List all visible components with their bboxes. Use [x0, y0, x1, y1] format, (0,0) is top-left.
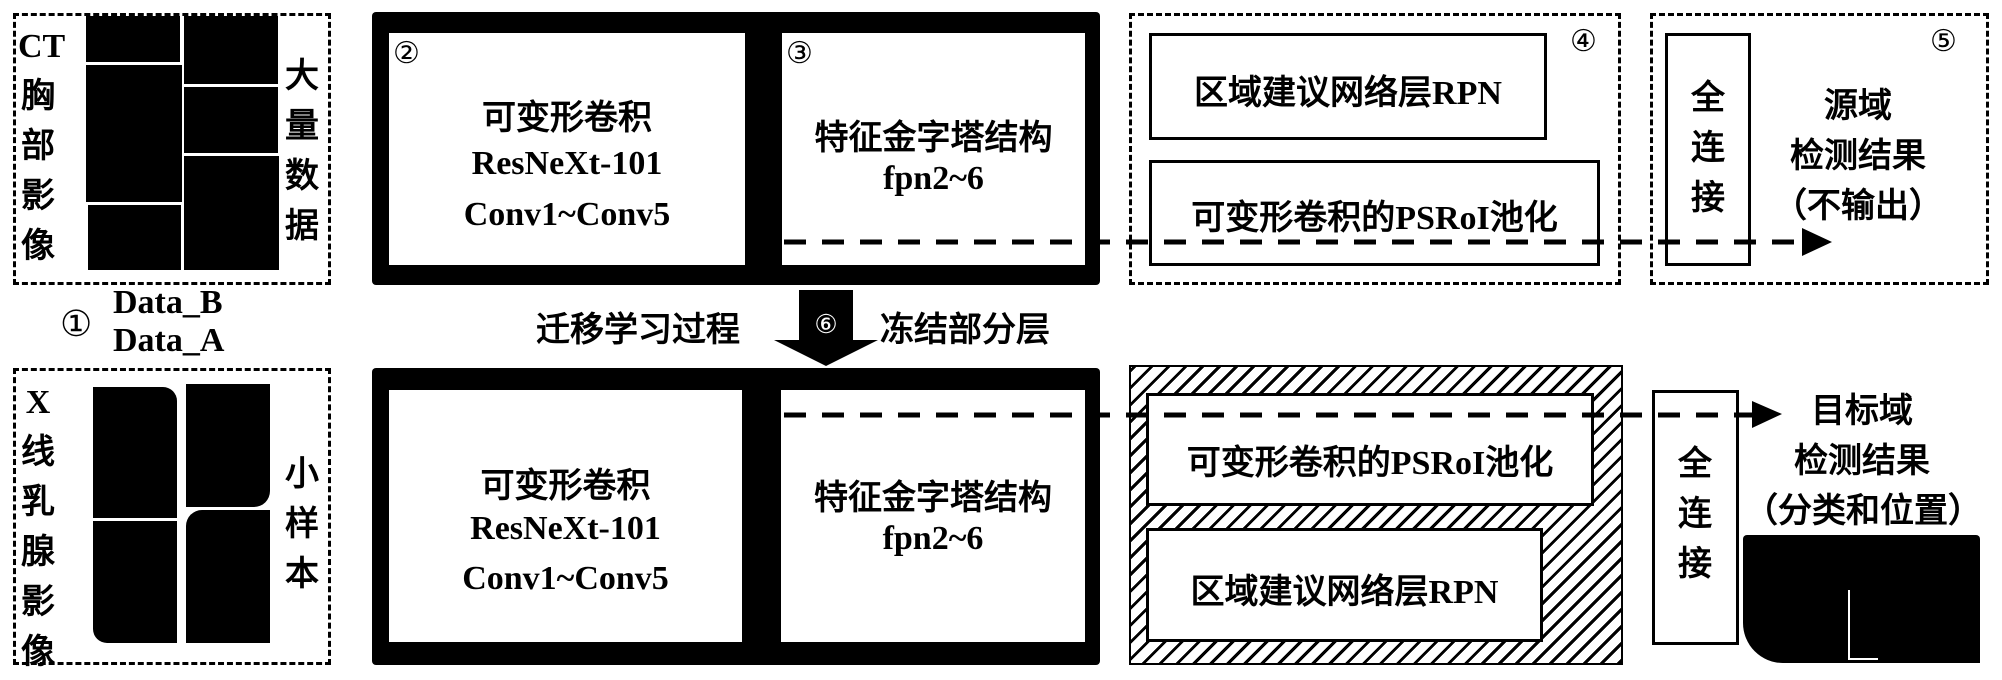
source-fpn-line2: fpn2~6	[883, 160, 984, 197]
target-fpn-line1: 特征金字塔结构	[814, 480, 1052, 517]
target-fc-box	[1652, 390, 1739, 645]
transfer-arrow-head	[774, 340, 878, 366]
target-fpn-line2: fpn2~6	[882, 520, 984, 557]
ct-image-tile	[184, 156, 279, 270]
target-input-box	[13, 368, 331, 665]
step-3-marker: ③	[786, 37, 813, 70]
source-fc-box	[1665, 33, 1751, 266]
source-result-line1: 源域	[1824, 88, 1892, 125]
target-fc-label: 全连接	[1678, 446, 1712, 583]
target-backbone-line2: ResNeXt-101	[470, 510, 661, 547]
source-output-block	[1650, 13, 1989, 285]
target-rpn-label: 区域建议网络层RPN	[1190, 574, 1499, 611]
target-backbone-box	[389, 390, 742, 642]
source-psroi-box	[1149, 160, 1600, 266]
step-1-marker: ①	[60, 304, 93, 344]
ct-image-tile	[184, 87, 278, 153]
step-4-marker: ④	[1570, 25, 1597, 58]
source-size-label: 大量数据	[285, 58, 319, 245]
mammo-image-tile	[93, 387, 177, 518]
mammo-image-tile	[186, 510, 270, 643]
source-psroi-label: 可变形卷积的PSRoI池化	[1191, 200, 1558, 237]
transfer-arrow-shaft	[799, 290, 853, 340]
target-size-label: 小样本	[285, 456, 319, 593]
target-dataset-name: Data_A	[113, 322, 225, 359]
source-fpn-line1: 特征金字塔结构	[814, 120, 1053, 157]
target-input-label: X线乳腺影像	[21, 384, 55, 671]
source-backbone-line1: 可变形卷积	[482, 100, 652, 137]
source-fpn-box	[782, 33, 1085, 265]
target-flow-arrowhead	[1752, 401, 1782, 428]
target-backbone-line1: 可变形卷积	[480, 468, 651, 505]
step-6-marker: ⑥	[814, 310, 837, 339]
source-result-line2: 检测结果	[1790, 138, 1926, 175]
source-fc-label: 全连接	[1691, 80, 1725, 217]
transfer-right-text: 冻结部分层	[880, 312, 1050, 349]
source-input-label: CT胸部影像	[18, 28, 66, 265]
detection-bounding-box	[1848, 590, 1878, 660]
ct-image-tile	[86, 16, 180, 62]
source-rpn-block	[1129, 13, 1621, 285]
target-result-line1: 目标域	[1811, 393, 1913, 430]
source-rpn-box	[1149, 33, 1547, 140]
target-backbone-line3: Conv1~Conv5	[462, 560, 669, 597]
ct-image-tile	[86, 65, 182, 202]
source-dataset-name: Data_B	[113, 284, 223, 321]
source-backbone-box	[389, 33, 745, 265]
source-result-line3: （不输出）	[1773, 188, 1943, 225]
target-result-line2: 检测结果	[1794, 443, 1930, 480]
detection-result-image	[1743, 535, 1980, 663]
step-2-marker: ②	[393, 37, 420, 70]
source-backbone-line2: ResNeXt-101	[471, 145, 663, 182]
transfer-left-text: 迁移学习过程	[536, 312, 740, 349]
source-flow-arrowhead	[1802, 228, 1832, 256]
step-5-marker: ⑤	[1930, 25, 1957, 58]
target-result-line3: （分类和位置）	[1744, 493, 1982, 530]
mammo-image-tile	[186, 384, 270, 507]
target-fpn-box	[781, 390, 1085, 642]
source-input-box	[13, 13, 331, 285]
target-rpn-box	[1146, 528, 1543, 642]
target-psroi-box	[1146, 393, 1594, 506]
source-rpn-label: 区域建议网络层RPN	[1194, 75, 1502, 112]
ct-image-tile	[184, 16, 278, 84]
source-backbone-line3: Conv1~Conv5	[463, 196, 671, 233]
ct-image-tile	[88, 205, 181, 270]
target-psroi-label: 可变形卷积的PSRoI池化	[1186, 445, 1554, 482]
mammo-image-tile	[93, 521, 177, 643]
